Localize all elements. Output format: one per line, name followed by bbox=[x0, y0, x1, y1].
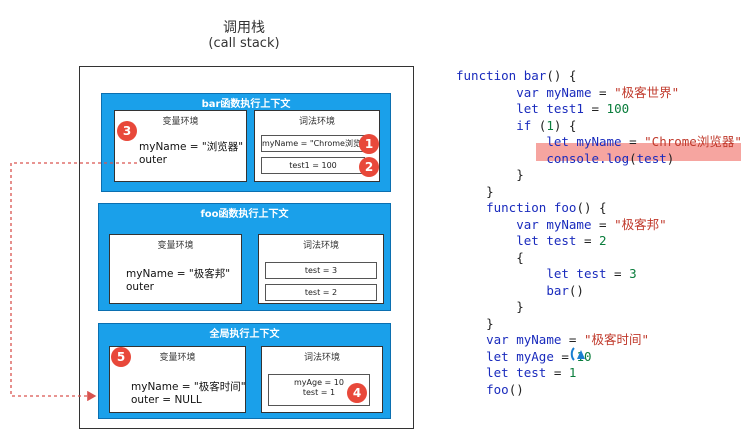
diagram-title: 调用栈 bbox=[223, 20, 265, 36]
bar-lex-env-title: 词法环境 bbox=[298, 117, 335, 127]
foo-lex-slot-test3: test = 3 bbox=[265, 262, 377, 279]
code-line: let myAge = 10 bbox=[486, 348, 592, 364]
bar-variable-environment: 变量环境 myName = "浏览器" outer bbox=[114, 110, 247, 182]
code-line: function bar() { bbox=[456, 68, 577, 83]
foo-lexical-environment: 词法环境 test = 3 test = 2 bbox=[258, 234, 384, 304]
code-line: var myName = "极客邦" bbox=[516, 216, 667, 232]
code-line: var myName = "极客世界" bbox=[516, 84, 680, 100]
global-var-outer: outer = NULL bbox=[131, 394, 202, 406]
bar-var-env-title: 变量环境 bbox=[162, 117, 199, 127]
global-variable-environment: 变量环境 myName = "极客时间" outer = NULL bbox=[109, 346, 246, 413]
code-line: bar() bbox=[546, 282, 584, 298]
global-lex-test: test = 1 bbox=[302, 388, 336, 397]
diagram-subtitle: (call stack) bbox=[208, 36, 280, 51]
code-line: } bbox=[456, 315, 494, 331]
global-lex-myage: myAge = 10 bbox=[294, 378, 344, 387]
global-var-env-title: 变量环境 bbox=[159, 353, 196, 363]
code-block: function bar() { var myName = "极客世界" let… bbox=[456, 68, 742, 398]
foo-var-env-title: 变量环境 bbox=[157, 241, 194, 251]
logo-icon bbox=[570, 346, 590, 362]
badge-4: 4 bbox=[347, 383, 367, 403]
badge-5: 5 bbox=[111, 347, 131, 367]
badge-2: 2 bbox=[359, 157, 379, 177]
badge-1: 1 bbox=[359, 134, 379, 154]
foo-context-title: foo函数执行上下文 bbox=[200, 209, 289, 220]
code-line: } bbox=[456, 167, 524, 182]
global-lexical-environment: 词法环境 myAge = 10 test = 1 bbox=[261, 346, 383, 413]
code-line: let myName = "Chrome浏览器" bbox=[546, 134, 742, 149]
code-line: let test = 3 bbox=[546, 266, 637, 281]
foo-lex-env-title: 词法环境 bbox=[302, 241, 339, 251]
global-execution-context: 全局执行上下文 变量环境 myName = "极客时间" outer = NUL… bbox=[98, 323, 391, 419]
global-lex-env-title: 词法环境 bbox=[303, 353, 340, 363]
code-line: { bbox=[456, 249, 524, 265]
badge-3: 3 bbox=[117, 121, 137, 141]
foo-variable-environment: 变量环境 myName = "极客邦" outer bbox=[109, 234, 242, 304]
foo-var-outer: outer bbox=[126, 281, 154, 293]
code-line: let test = 1 bbox=[486, 365, 577, 380]
current-line-highlight bbox=[536, 143, 741, 161]
bar-var-myname: myName = "浏览器" bbox=[139, 141, 244, 153]
code-line: function foo() { bbox=[486, 200, 607, 215]
bar-var-outer: outer bbox=[139, 154, 167, 166]
code-line: } bbox=[456, 299, 524, 314]
foo-execution-context: foo函数执行上下文 变量环境 myName = "极客邦" outer 词法环… bbox=[98, 203, 391, 311]
code-line: foo() bbox=[486, 381, 524, 397]
code-line: } bbox=[456, 183, 494, 199]
code-line: let test1 = 100 bbox=[516, 101, 630, 116]
code-line: console.log(test) bbox=[546, 150, 675, 166]
code-line: let test = 2 bbox=[516, 233, 607, 248]
code-line: if (1) { bbox=[516, 117, 577, 133]
foo-lex-slot-test2: test = 2 bbox=[265, 284, 377, 301]
code-line: var myName = "极客时间" bbox=[486, 332, 650, 347]
foo-var-myname: myName = "极客邦" bbox=[126, 268, 231, 280]
global-context-title: 全局执行上下文 bbox=[209, 329, 280, 340]
bar-context-title: bar函数执行上下文 bbox=[201, 99, 291, 110]
global-var-myname: myName = "极客时间" bbox=[131, 381, 246, 393]
